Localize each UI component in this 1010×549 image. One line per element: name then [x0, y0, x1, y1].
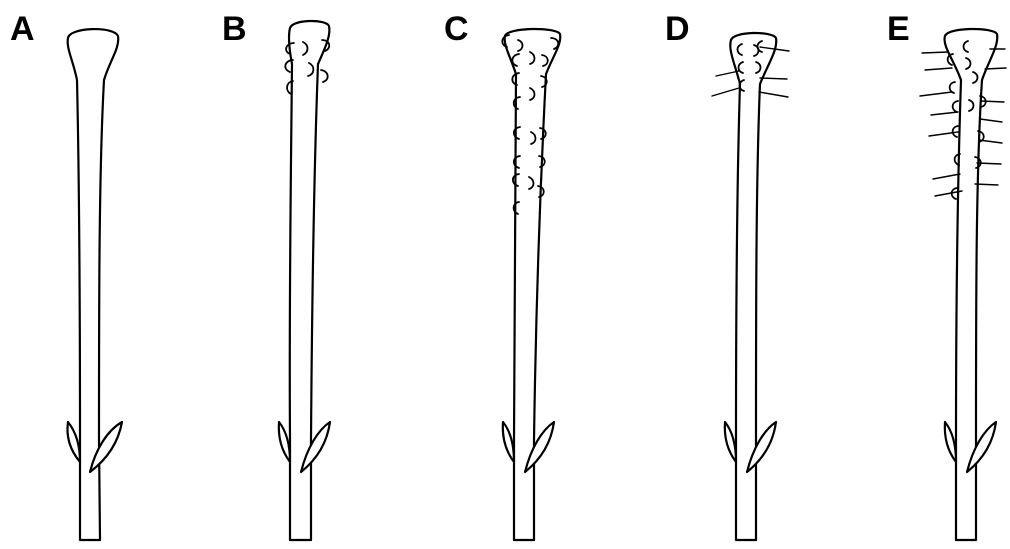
panel-e: E	[887, 10, 1006, 540]
hair	[981, 101, 1004, 102]
hair	[931, 112, 958, 115]
panel-d: D	[665, 10, 789, 540]
hair	[920, 92, 952, 96]
style-structure-b	[279, 21, 330, 540]
bract-left-b	[279, 422, 290, 462]
bract-left-d	[725, 422, 736, 462]
hair	[759, 92, 788, 97]
style-structure-c	[502, 29, 560, 540]
style-structure-a	[68, 29, 123, 540]
hair	[922, 52, 948, 53]
panel-a: A	[10, 10, 122, 540]
hair	[980, 119, 1002, 122]
bract-left-a	[68, 422, 81, 462]
panel-c: C	[444, 10, 560, 540]
hair	[712, 88, 739, 96]
hair	[933, 174, 960, 179]
hair	[985, 68, 1006, 69]
bract-left-e	[945, 422, 956, 462]
panel-label-b: B	[222, 10, 247, 48]
papilla	[952, 188, 957, 199]
panel-label-d: D	[665, 10, 690, 48]
hair	[977, 163, 1001, 164]
panel-b: B	[222, 10, 330, 540]
panel-label-a: A	[10, 10, 35, 48]
style-structure-e	[920, 29, 1006, 540]
bract-left-c	[503, 422, 514, 462]
hair	[760, 78, 787, 79]
hair	[925, 68, 952, 70]
papilla	[321, 70, 328, 82]
hair	[975, 184, 998, 185]
papilla	[953, 101, 958, 112]
papilla	[950, 82, 955, 93]
hair	[716, 71, 739, 76]
style-structure-d	[712, 33, 789, 540]
hair	[979, 140, 1002, 143]
panel-label-c: C	[444, 10, 469, 48]
panel-label-e: E	[887, 10, 910, 48]
